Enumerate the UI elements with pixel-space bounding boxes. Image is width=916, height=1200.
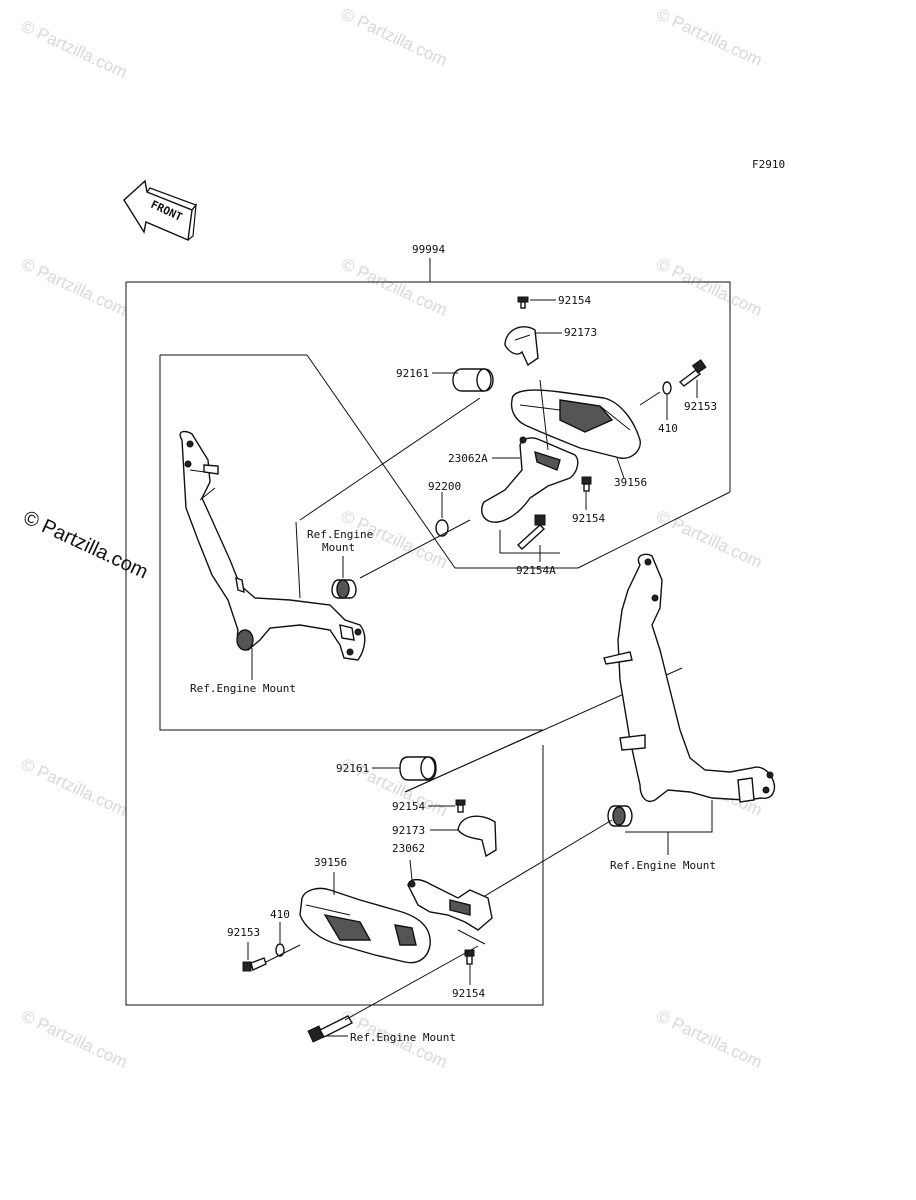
callout-92153-bottom: 92153 [227, 926, 260, 939]
frame-diagonal [577, 491, 731, 569]
watermark: © Partzilla.com [653, 506, 765, 572]
callout-92200: 92200 [428, 480, 461, 493]
frame-diagonal [306, 354, 456, 569]
callout-410-top: 410 [658, 422, 678, 435]
watermark: © Partzilla.com [338, 254, 450, 320]
assembly-frame [125, 281, 731, 1006]
watermark: © Partzilla.com [18, 1006, 130, 1072]
collar-92161-bottom [399, 756, 437, 781]
watermark: © Partzilla.com [18, 754, 130, 820]
callout-92173-bottom: 92173 [392, 824, 425, 837]
engine-mount-bolt-bottom [307, 1015, 353, 1043]
callout-39156-top: 39156 [614, 476, 647, 489]
bracket-23062-bottom [407, 878, 493, 931]
watermark: © Partzilla.com [653, 4, 765, 70]
left-frame [159, 354, 543, 731]
callout-92153-top: 92153 [684, 400, 717, 413]
crash-bar-right [603, 553, 776, 803]
callout-ref-engine-right: Ref.Engine Mount [610, 859, 716, 872]
callout-92161-top: 92161 [396, 367, 429, 380]
callout-92154-top: 92154 [558, 294, 591, 307]
callout-ref-engine-top-2: Mount [322, 541, 355, 554]
diagram-code: F2910 [752, 158, 785, 171]
clamp-92173-top [504, 326, 539, 367]
engine-mount-collar-right [607, 805, 633, 827]
bolt-92154-bottom-right [464, 949, 475, 965]
bolt-92153-top [678, 359, 707, 387]
assembly-number: 99994 [412, 243, 445, 256]
watermark: © Partzilla.com [18, 254, 130, 320]
clamp-92173-bottom [457, 815, 497, 858]
bracket-23062A-top [480, 436, 579, 523]
washer-92200 [435, 519, 449, 537]
watermark: © Partzilla.com [653, 254, 765, 320]
collar-92161-top [452, 368, 494, 392]
bolt-axis-line [359, 519, 471, 579]
collar-axis-line [299, 397, 481, 521]
callout-39156-bottom: 39156 [314, 856, 347, 869]
slider-39156-top [510, 389, 641, 459]
bolt-92154-bottom-top [455, 799, 466, 813]
callout-92154-bottom-right: 92154 [452, 987, 485, 1000]
crash-bar-left [179, 430, 366, 661]
front-arrow-icon: FRONT [123, 179, 197, 242]
callout-410-bottom: 410 [270, 908, 290, 921]
bottom-axis-line [467, 819, 613, 907]
watermark-large: © Partzilla.com [20, 507, 151, 584]
engine-mount-collar-top [331, 579, 357, 599]
bolt-92154-mid [581, 476, 592, 492]
callout-ref-engine-bottom: Ref.Engine Mount [350, 1031, 456, 1044]
callout-23062A-top: 23062A [448, 452, 488, 465]
washer-410-top [662, 381, 672, 395]
bolt-92153-bottom [242, 957, 267, 972]
callout-92161-bottom: 92161 [336, 762, 369, 775]
washer-410-bottom [275, 943, 285, 957]
callout-92173-top: 92173 [564, 326, 597, 339]
watermark: © Partzilla.com [18, 16, 130, 82]
watermark: © Partzilla.com [653, 1006, 765, 1072]
callout-92154-bottom: 92154 [392, 800, 425, 813]
callout-ref-engine-left: Ref.Engine Mount [190, 682, 296, 695]
callout-ref-engine-top-1: Ref.Engine [307, 528, 373, 541]
slider-39156-bottom [299, 887, 431, 964]
callout-92154A: 92154A [516, 564, 556, 577]
callout-92154-mid: 92154 [572, 512, 605, 525]
callout-23062: 23062 [392, 842, 425, 855]
bolt-92154A [516, 514, 546, 550]
watermark: © Partzilla.com [338, 4, 450, 70]
bolt-92154-top [517, 296, 529, 309]
lower-bolt-axis [344, 945, 479, 1021]
